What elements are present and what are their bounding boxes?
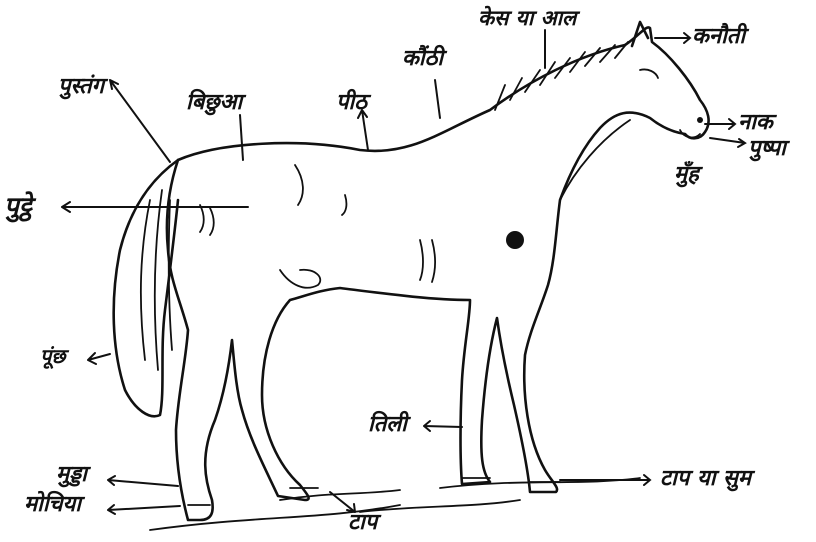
- label-munh: मुँह: [674, 164, 699, 186]
- ground-lines: [150, 478, 640, 530]
- label-mudda: मुड्डा: [56, 464, 87, 486]
- label-peeth: पीठ: [336, 92, 367, 114]
- body-spot: [506, 231, 524, 249]
- horse-sheath: [280, 270, 320, 288]
- label-puththe: पुट्ठे: [4, 194, 31, 220]
- label-bichhua: बिछुआ: [186, 92, 242, 114]
- label-kes-ya-ayal: केस या आल: [478, 8, 576, 29]
- body-marks: [200, 165, 435, 282]
- label-arrows: [62, 30, 745, 514]
- label-tili: तिली: [368, 414, 407, 436]
- label-pusha: पुष्पा: [748, 138, 786, 160]
- label-kanauti: कनौती: [692, 26, 745, 48]
- label-naak: नाक: [738, 112, 773, 134]
- label-kanthi: कौंठी: [402, 48, 443, 70]
- label-taap: टाप: [348, 512, 377, 534]
- label-poonchh: पूंछ: [40, 346, 65, 366]
- horse-mane: [495, 42, 628, 110]
- label-taap-ya-sum: टाप या सुम: [660, 468, 751, 490]
- label-pustang: पुस्तंग: [58, 76, 104, 98]
- horse-nostril: [697, 117, 703, 123]
- horse-eye: [640, 69, 658, 78]
- label-mochiya: मोचिया: [24, 494, 81, 516]
